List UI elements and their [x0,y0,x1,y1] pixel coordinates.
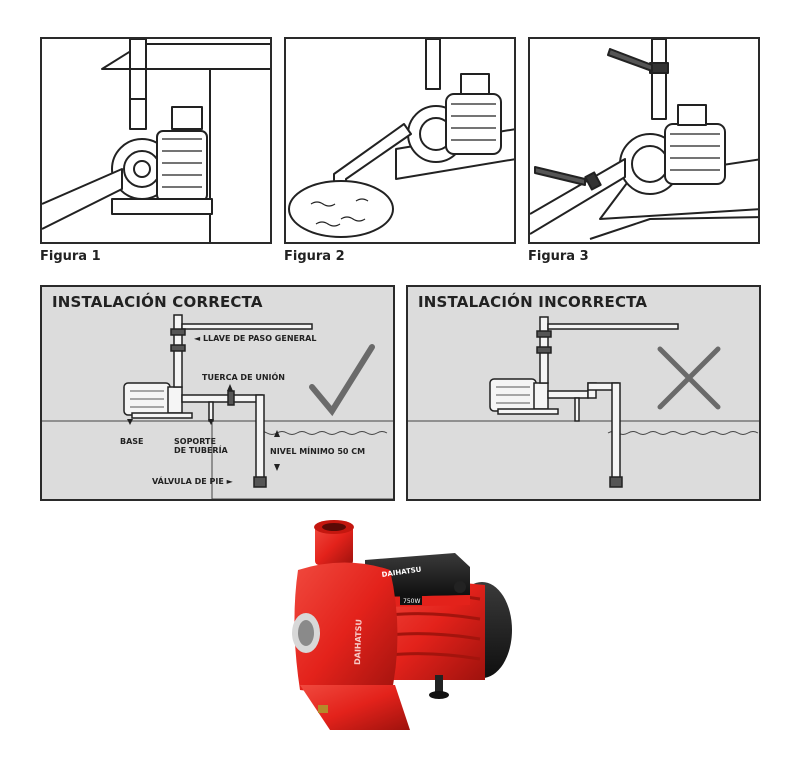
figure-3-illustration [530,39,758,240]
check-mark-icon [309,344,375,417]
figure-2-caption: Figura 2 [284,249,345,264]
cross-mark-icon [657,346,721,410]
base-label: BASE [120,437,144,446]
figure-1-panel [40,37,272,244]
foot-valve-label: VÁLVULA DE PIE ► [152,477,233,486]
brand-label: DAIHATSU [353,619,364,665]
figure-3-panel [528,37,760,244]
incorrect-installation-panel: INSTALACIÓN INCORRECTA [406,285,761,501]
correct-installation-diagram [42,314,393,499]
min-level-label: NIVEL MÍNIMO 50 CM [270,447,366,456]
incorrect-installation-diagram [408,316,759,488]
figure-1-caption: Figura 1 [40,249,101,264]
correct-installation-title: INSTALACIÓN CORRECTA [52,293,263,311]
centrifugal-pump-illustration: DAIHATSU DAIHATSU 750W [292,520,512,730]
incorrect-installation-title: INSTALACIÓN INCORRECTA [418,293,648,311]
figure-1-illustration [42,39,270,242]
figure-2-illustration [288,39,514,238]
figure-3-caption: Figura 3 [528,249,589,264]
figure-2-panel [284,37,516,244]
main-valve-label: ◄ LLAVE DE PASO GENERAL [194,334,317,343]
power-label: 750W [403,598,420,605]
union-nut-label: TUERCA DE UNIÓN [202,373,285,382]
correct-installation-panel: INSTALACIÓN CORRECTA [40,285,395,501]
pump-product-image: DAIHATSU DAIHATSU 750W [270,515,530,765]
